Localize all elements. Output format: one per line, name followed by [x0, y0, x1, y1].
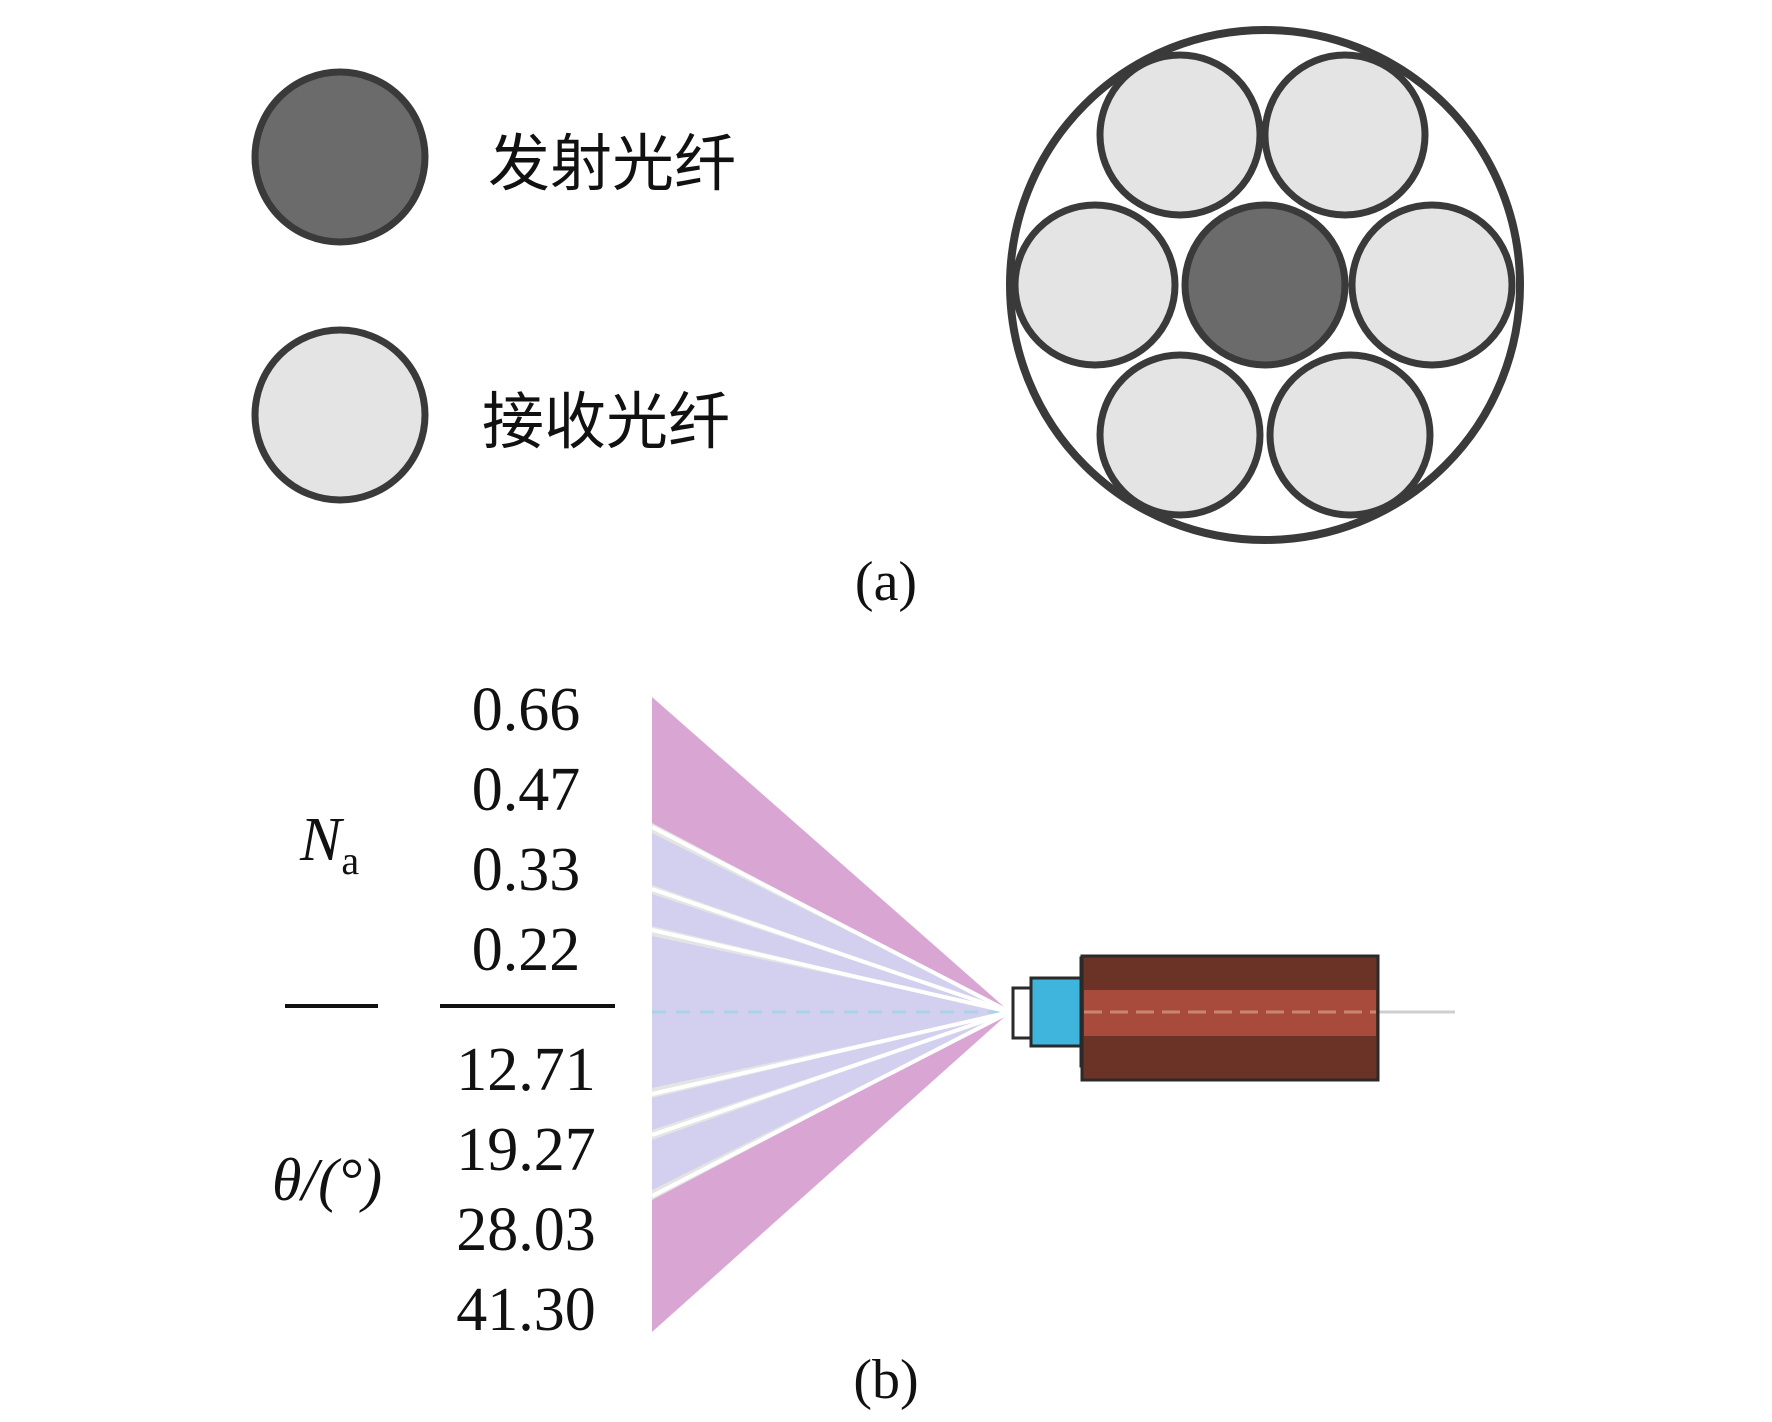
legend-emit-fiber-label: 发射光纤	[488, 127, 736, 200]
legend-receive-fiber-icon	[251, 326, 429, 504]
receive-fiber-4	[1348, 201, 1516, 369]
theta-value-2: 19.27	[456, 1116, 596, 1184]
emit-fiber-center	[1181, 201, 1349, 369]
theta-value-3: 28.03	[456, 1196, 596, 1264]
ray-separator	[651, 1010, 1011, 1096]
receive-fiber-6	[1266, 351, 1434, 519]
theta-value-1: 12.71	[456, 1036, 596, 1104]
na-label: Na	[299, 806, 359, 883]
light-cones	[651, 697, 1011, 1332]
na-value-3: 0.33	[472, 836, 581, 904]
ray-separator	[651, 1010, 1011, 1137]
na-value-1: 0.66	[472, 676, 581, 744]
ray-separator	[651, 1010, 1011, 1198]
receive-fiber-2	[1261, 51, 1429, 219]
panel-b: Na θ/(°) 0.66 0.47 0.33 0.22 12.71 19.27…	[272, 676, 1455, 1411]
ray-separator	[651, 825, 1011, 1014]
receive-fiber-1	[1096, 51, 1264, 219]
receive-fiber-3	[1011, 201, 1179, 369]
na-subscript: a	[341, 838, 359, 883]
panel-a: 发射光纤 接收光纤 (a)	[251, 26, 1524, 613]
fiber-bundle	[1006, 26, 1524, 544]
legend-receive-fiber-label: 接收光纤	[482, 385, 730, 458]
fiber-probe	[1011, 954, 1455, 1082]
na-value-2: 0.47	[472, 756, 581, 824]
ray-separator	[651, 928, 1011, 1014]
na-symbol: N	[299, 806, 345, 874]
receive-fiber-5	[1096, 351, 1264, 519]
theta-value-4: 41.30	[456, 1276, 596, 1344]
legend-emit-fiber-icon	[251, 68, 429, 246]
theta-label: θ/(°)	[272, 1147, 382, 1213]
panel-b-caption: (b)	[853, 1349, 918, 1411]
probe-tip-cap	[1011, 986, 1033, 1040]
panel-a-caption: (a)	[855, 551, 917, 613]
ray-separator	[651, 887, 1011, 1014]
probe-tip-lens	[1029, 976, 1083, 1048]
na-value-4: 0.22	[472, 916, 581, 984]
